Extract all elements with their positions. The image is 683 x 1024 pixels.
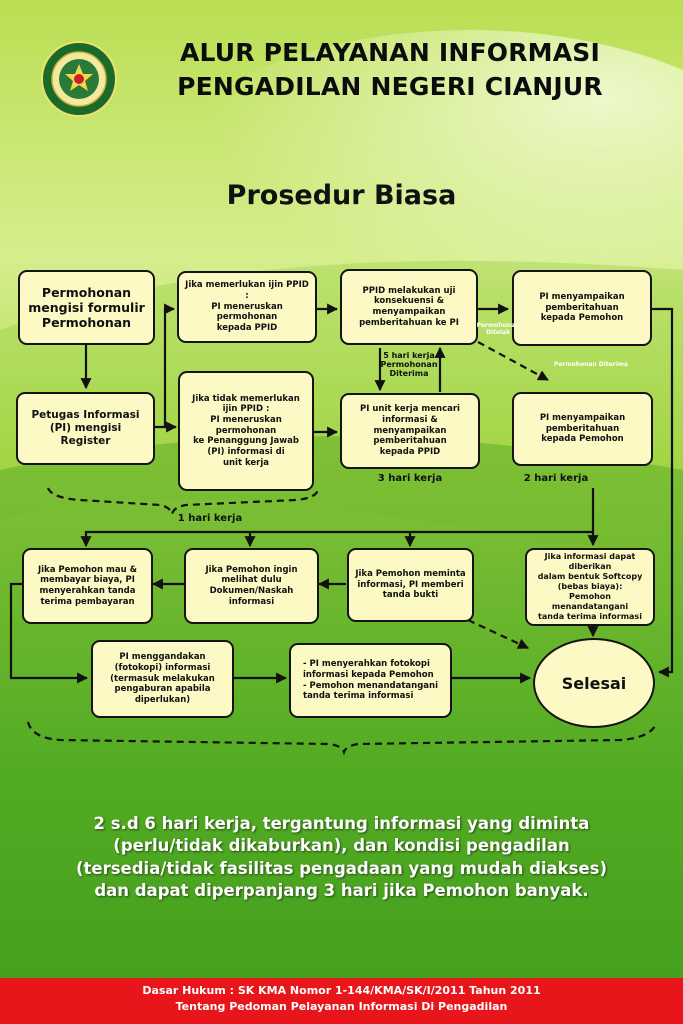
title-line-2: PENGADILAN NEGERI CIANJUR (177, 72, 603, 101)
box-fotokopi: PI menggandakan (fotokopi) informasi (te… (91, 640, 234, 718)
footer-bar: Dasar Hukum : SK KMA Nomor 1-144/KMA/SK/… (0, 978, 683, 1024)
end-node-selesai: Selesai (533, 638, 655, 728)
box-ijin-ppid-text: Jika memerlukan ijin PPID : PI meneruska… (185, 280, 309, 333)
box-ppid-uji: PPID melakukan uji konsekuensi & menyamp… (340, 269, 478, 345)
note-dua-hari: 2 hari kerja (523, 473, 589, 484)
box-permohonan: Permohonan mengisi formulir Permohonan (18, 270, 155, 345)
court-emblem-icon (41, 41, 117, 117)
box-petugas-text: Petugas Informasi (PI) mengisi Register (31, 409, 140, 447)
dashed-ppid-diterima (477, 341, 549, 381)
note-ditolak: Permohonan Ditolak (476, 322, 520, 336)
box-softcopy: Jika informasi dapat diberikan dalam ben… (525, 548, 655, 626)
footer-line-1: Dasar Hukum : SK KMA Nomor 1-144/KMA/SK/… (142, 984, 541, 997)
note-tiga-hari: 3 hari kerja (377, 473, 443, 484)
note-satu-hari: 1 hari kerja (177, 513, 243, 524)
box-pi-unit-kerja: PI unit kerja mencari informasi & menyam… (340, 393, 480, 469)
dashed-meminta-selesai (467, 619, 529, 649)
box-pi-pemberitahuan-2: PI menyampaikan pemberitahuan kepada Pem… (512, 392, 653, 466)
box-tidak-ijin-ppid: Jika tidak memerlukan ijin PPID : PI men… (178, 371, 314, 491)
box-pi-unit-text: PI unit kerja mencari informasi & menyam… (360, 404, 460, 457)
arrow-pemberitahuan-selesai (652, 307, 674, 678)
arrow-membayar-fotokopi (9, 582, 89, 684)
box-ijin-ppid: Jika memerlukan ijin PPID : PI meneruska… (177, 271, 317, 343)
box-pi-pemberitahuan-2-text: PI menyampaikan pemberitahuan kepada Pem… (539, 413, 626, 445)
box-membayar-biaya: Jika Pemohon mau & membayar biaya, PI me… (22, 548, 153, 624)
brace-bottom (26, 721, 658, 756)
summary-text: 2 s.d 6 hari kerja, tergantung informasi… (75, 814, 608, 900)
box-membayar-text: Jika Pemohon mau & membayar biaya, PI me… (37, 564, 138, 607)
end-node-label: Selesai (561, 673, 627, 693)
brace-top (46, 487, 320, 518)
box-pi-pemberitahuan-1: PI menyampaikan pemberitahuan kepada Pem… (512, 270, 652, 346)
footer-line-2: Tentang Pedoman Pelayanan Informasi Di P… (175, 999, 508, 1013)
box-menyerahkan-text: - PI menyerahkan fotokopi informasi kepa… (303, 659, 438, 702)
box-petugas-informasi: Petugas Informasi (PI) mengisi Register (16, 392, 155, 465)
note-lima-hari: 5 hari kerja Permohonan Diterima (380, 351, 438, 379)
box-softcopy-text: Jika informasi dapat diberikan dalam ben… (537, 552, 643, 621)
box-tidak-ijin-text: Jika tidak memerlukan ijin PPID : PI men… (192, 393, 300, 468)
box-meminta-informasi: Jika Pemohon meminta informasi, PI membe… (347, 548, 474, 622)
box-permohonan-text: Permohonan mengisi formulir Permohonan (28, 284, 145, 331)
subtitle: Prosedur Biasa (226, 180, 457, 211)
box-melihat-text: Jika Pemohon ingin melihat dulu Dokumen/… (205, 564, 298, 607)
note-diterima: Permohonan Diterima (553, 361, 629, 368)
box-melihat-dokumen: Jika Pemohon ingin melihat dulu Dokumen/… (184, 548, 319, 624)
box-pi-pemberitahuan-1-text: PI menyampaikan pemberitahuan kepada Pem… (539, 292, 625, 324)
box-ppid-uji-text: PPID melakukan uji konsekuensi & menyamp… (359, 285, 459, 328)
title-line-1: ALUR PELAYANAN INFORMASI (179, 38, 601, 67)
arrow-to-ijin (163, 303, 176, 427)
arrow-distribution (80, 530, 593, 548)
box-fotokopi-text: PI menggandakan (fotokopi) informasi (te… (110, 652, 215, 705)
box-menyerahkan: - PI menyerahkan fotokopi informasi kepa… (289, 643, 452, 718)
box-meminta-text: Jika Pemohon meminta informasi, PI membe… (355, 569, 466, 601)
